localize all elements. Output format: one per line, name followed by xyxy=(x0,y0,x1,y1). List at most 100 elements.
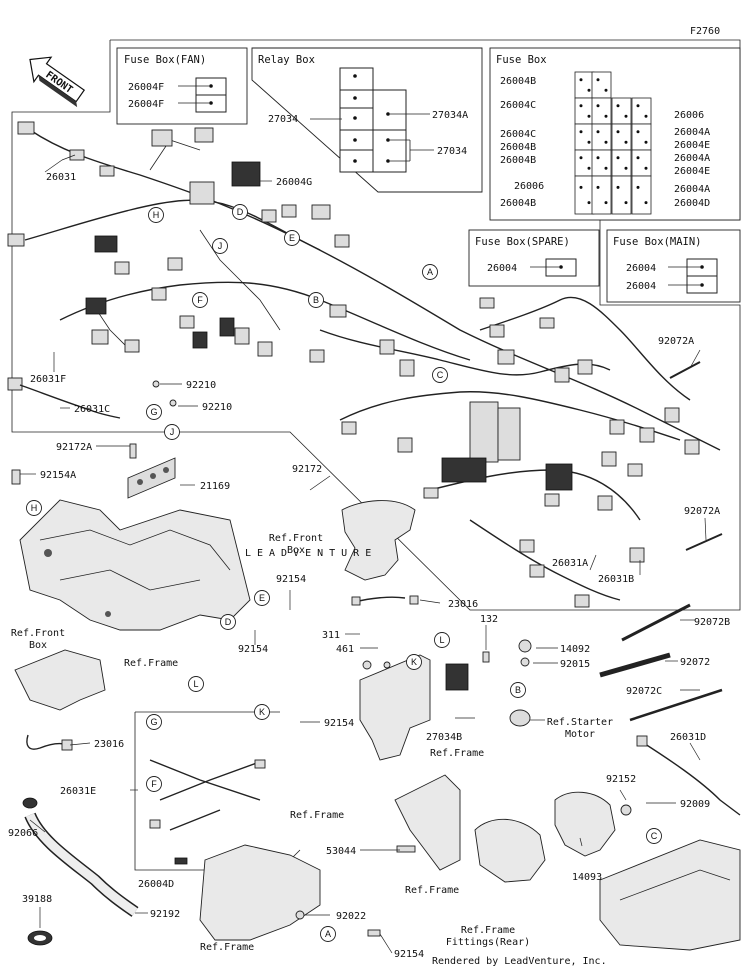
connector xyxy=(574,594,590,608)
label-26031B: 26031B xyxy=(598,574,634,585)
connector xyxy=(219,317,235,337)
label-92015: 92015 xyxy=(560,659,590,670)
label-92210-b: 92210 xyxy=(202,402,232,413)
label-92072: 92072 xyxy=(680,657,710,668)
connector xyxy=(85,297,107,315)
callout-f-letter: F xyxy=(151,779,157,789)
label-92066: 92066 xyxy=(8,828,38,839)
fuse-holder-row xyxy=(441,457,487,483)
fuse-contact xyxy=(587,201,591,205)
callout-f-circle xyxy=(192,292,208,308)
fuse-box-main-panel: Fuse Box(MAIN) 26004 26004 xyxy=(606,229,741,303)
fuse-slot xyxy=(631,149,652,177)
label-27034B: 27034B xyxy=(426,732,462,743)
fuse-contact xyxy=(624,201,628,205)
fuse-slot xyxy=(631,123,652,151)
connector xyxy=(124,339,140,353)
fuse-grid-left-6: 26006 xyxy=(514,181,544,192)
main-wiring-harness xyxy=(24,129,721,601)
label-461: 461 xyxy=(336,644,354,655)
fuse-grid-left-1: 26004B xyxy=(500,76,536,87)
ref-frame-e-label: Ref.Frame xyxy=(200,942,254,953)
fuse-contact xyxy=(616,104,620,108)
connector xyxy=(341,421,357,435)
figure-code: F2760 xyxy=(690,26,720,37)
fuse-contact xyxy=(587,140,591,144)
harness-connectors xyxy=(7,121,700,608)
connector xyxy=(601,451,617,467)
relay-box-panel: Relay Box 27034 27034A 27034 xyxy=(251,47,483,193)
label-92192: 92192 xyxy=(150,909,180,920)
fuse-grid-right-6: 26004A xyxy=(674,184,710,195)
label-92154-b: 92154 xyxy=(238,644,268,655)
relay-26004G xyxy=(231,161,261,187)
cable-ties xyxy=(599,361,723,722)
fuse-box-fan-title: Fuse Box(FAN) xyxy=(124,54,206,66)
fuse-slot xyxy=(631,97,652,125)
connector xyxy=(329,304,347,318)
fuse-contact xyxy=(579,104,583,108)
callout-c-circle xyxy=(646,828,662,844)
callout-d-circle xyxy=(220,614,236,630)
callout-k-circle xyxy=(254,704,270,720)
fuse-contact xyxy=(616,185,620,189)
connector xyxy=(94,235,118,253)
fuse-contact xyxy=(644,140,648,144)
fuse-contact xyxy=(596,130,600,134)
connector xyxy=(664,407,680,423)
fuse-main-part-1: 26004 xyxy=(626,263,656,274)
fuse-contact xyxy=(644,166,648,170)
callout-e-letter: E xyxy=(259,593,265,603)
front-frame-left xyxy=(11,469,251,631)
label-92009: 92009 xyxy=(680,799,710,810)
connector xyxy=(397,437,413,453)
fuse-fan-part-1: 26004F xyxy=(128,82,164,93)
hose-92192 xyxy=(22,797,139,946)
label-23016-b: 23016 xyxy=(94,739,124,750)
connector xyxy=(192,331,208,349)
fuse-grid-right-1: 26006 xyxy=(674,110,704,121)
connector-26031C xyxy=(7,377,23,391)
fuse-contact xyxy=(604,201,608,205)
fuse-slot xyxy=(591,97,612,125)
connector xyxy=(311,204,331,220)
ref-frame-b-label: Ref.Frame xyxy=(430,748,484,759)
callout-c-letter: C xyxy=(651,831,658,841)
callout-b-circle xyxy=(510,682,526,698)
fuse-contact xyxy=(624,140,628,144)
connector xyxy=(261,209,277,223)
fuse-box-grid-panel: Fuse Box 26004B 26004C 26004C 26004B 260… xyxy=(489,47,741,221)
callout-g-letter: G xyxy=(150,407,157,417)
label-92154-d: 92154 xyxy=(394,949,424,960)
ref-frame-a-label: Ref.Frame xyxy=(124,658,178,669)
harness-26031E-panel xyxy=(134,711,301,871)
callout-g-circle xyxy=(146,404,162,420)
fuse-grid-right-7: 26004D xyxy=(674,198,710,209)
callout-h-circle xyxy=(26,500,42,516)
connector xyxy=(257,341,273,357)
bracket-53044 xyxy=(394,774,461,871)
ref-frame-c-label: Ref.Frame xyxy=(290,810,344,821)
fuse-contact xyxy=(644,201,648,205)
fuse-contact xyxy=(579,130,583,134)
callout-c-circle xyxy=(432,367,448,383)
connector xyxy=(639,427,655,443)
fuse-contact xyxy=(596,104,600,108)
fuse-slot xyxy=(591,71,612,99)
callout-c-letter: C xyxy=(437,370,444,380)
connector-26031A xyxy=(529,564,545,578)
connector xyxy=(194,127,214,143)
fuse-box-fan-panel: Fuse Box(FAN) 26004F 26004F xyxy=(116,47,248,125)
connector xyxy=(281,204,297,218)
label-26031C: 26031C xyxy=(74,404,110,415)
harness-26031D xyxy=(641,741,741,816)
connector xyxy=(179,315,195,329)
connector xyxy=(479,297,495,309)
callout-l-circle xyxy=(188,676,204,692)
fuse-box-main-title: Fuse Box(MAIN) xyxy=(613,236,702,248)
bracket-21169 xyxy=(127,380,177,499)
fuse-grid-right-3: 26004E xyxy=(674,140,710,151)
fuse-slot xyxy=(574,175,595,215)
